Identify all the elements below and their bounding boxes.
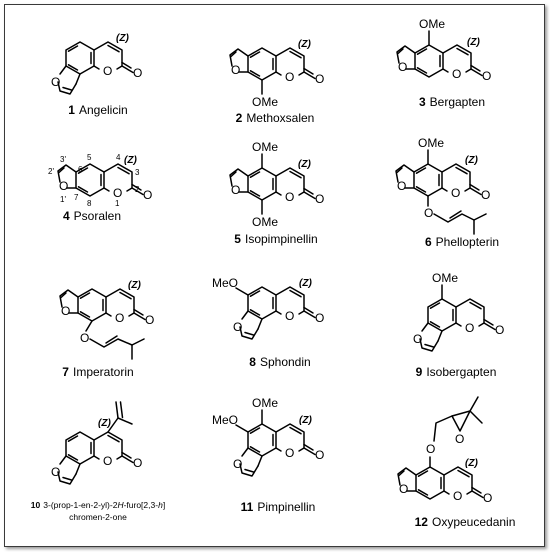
svg-text:6: 6 [78, 165, 83, 174]
svg-text:O: O [133, 66, 142, 80]
svg-text:7: 7 [74, 193, 79, 202]
svg-text:OMe: OMe [252, 215, 278, 229]
svg-text:O: O [233, 457, 242, 471]
svg-text:MeO: MeO [212, 413, 238, 427]
svg-text:O: O [495, 323, 504, 337]
svg-text:1': 1' [60, 195, 66, 204]
svg-text:O: O [285, 70, 294, 84]
svg-text:(Z): (Z) [116, 33, 129, 44]
structure-9-isobergapten: O O O OMe [413, 271, 504, 352]
svg-text:O: O [315, 72, 324, 86]
svg-text:O: O [80, 331, 89, 345]
structure-7-imperatorin: O O O O (Z) [59, 280, 154, 360]
svg-text:(Z): (Z) [467, 37, 480, 48]
svg-text:2: 2 [135, 185, 140, 194]
svg-text:MeO: MeO [212, 276, 238, 290]
svg-text:O: O [285, 309, 294, 323]
structure-10: O O O (Z) [51, 401, 142, 485]
svg-text:OMe: OMe [252, 140, 278, 154]
structure-3-bergapten: O O O OMe (Z) [396, 17, 491, 83]
svg-text:O: O [483, 491, 492, 505]
svg-text:O: O [315, 448, 324, 462]
svg-text:(Z): (Z) [299, 415, 312, 426]
svg-text:O: O [113, 186, 122, 200]
svg-text:OMe: OMe [252, 396, 278, 410]
svg-text:O: O [145, 313, 154, 327]
structure-1-angelicin: O O O (Z) [51, 33, 142, 95]
svg-text:(Z): (Z) [298, 159, 311, 170]
svg-text:OMe: OMe [252, 95, 278, 109]
structure-4-psoralen: O O O (Z) 3' 2' 1' 6 5 4 3 2 1 8 7 [48, 153, 152, 208]
svg-text:O: O [61, 304, 70, 318]
structure-11-pimpinellin: O O O OMe MeO (Z) [212, 396, 324, 477]
svg-text:O: O [315, 192, 324, 206]
svg-text:O: O [397, 179, 406, 193]
svg-text:O: O [51, 465, 60, 479]
svg-text:O: O [455, 432, 464, 446]
svg-text:O: O [482, 69, 491, 83]
svg-text:O: O [51, 75, 60, 89]
structure-8-sphondin: O O O MeO (Z) [212, 276, 324, 340]
svg-text:(Z): (Z) [124, 155, 137, 166]
svg-text:OMe: OMe [419, 17, 445, 31]
svg-text:3: 3 [135, 168, 140, 177]
svg-text:O: O [398, 60, 407, 74]
svg-text:O: O [233, 320, 242, 334]
svg-text:O: O [231, 63, 240, 77]
svg-text:(Z): (Z) [98, 418, 111, 429]
svg-text:O: O [424, 206, 433, 220]
svg-text:O: O [115, 311, 124, 325]
svg-text:5: 5 [87, 153, 92, 162]
svg-text:(Z): (Z) [299, 278, 312, 289]
svg-text:O: O [315, 311, 324, 325]
svg-text:8: 8 [87, 199, 92, 208]
svg-text:O: O [103, 64, 112, 78]
svg-text:O: O [103, 454, 112, 468]
svg-text:OMe: OMe [432, 271, 458, 285]
svg-text:O: O [143, 188, 152, 202]
svg-text:(Z): (Z) [128, 280, 141, 291]
structure-12-oxypeucedanin: O O O O O (Z) [397, 396, 492, 505]
svg-text:(Z): (Z) [465, 458, 478, 469]
caption-10-line2: chromen-2-one [69, 512, 127, 522]
svg-text:4: 4 [116, 153, 121, 162]
svg-text:O: O [59, 179, 68, 193]
svg-text:OMe: OMe [418, 136, 444, 150]
svg-text:O: O [465, 321, 474, 335]
svg-text:O: O [133, 456, 142, 470]
svg-text:O: O [453, 489, 462, 503]
svg-text:(Z): (Z) [298, 39, 311, 50]
svg-text:O: O [399, 482, 408, 496]
svg-text:O: O [285, 446, 294, 460]
svg-text:2': 2' [48, 167, 54, 176]
structure-6-phellopterin: O O O OMe O (Z) [395, 136, 490, 235]
svg-text:1: 1 [115, 199, 120, 208]
structure-2-methoxsalen: O O O OMe (Z) [229, 39, 324, 109]
svg-text:O: O [413, 332, 422, 346]
svg-text:O: O [451, 186, 460, 200]
svg-text:O: O [426, 442, 435, 456]
svg-text:O: O [231, 183, 240, 197]
svg-text:3': 3' [60, 155, 66, 164]
svg-text:(Z): (Z) [465, 155, 478, 166]
structure-5-isopimpinellin: O O O OMe OMe (Z) [229, 140, 324, 229]
svg-text:O: O [285, 190, 294, 204]
svg-text:O: O [481, 188, 490, 202]
svg-text:O: O [452, 67, 461, 81]
